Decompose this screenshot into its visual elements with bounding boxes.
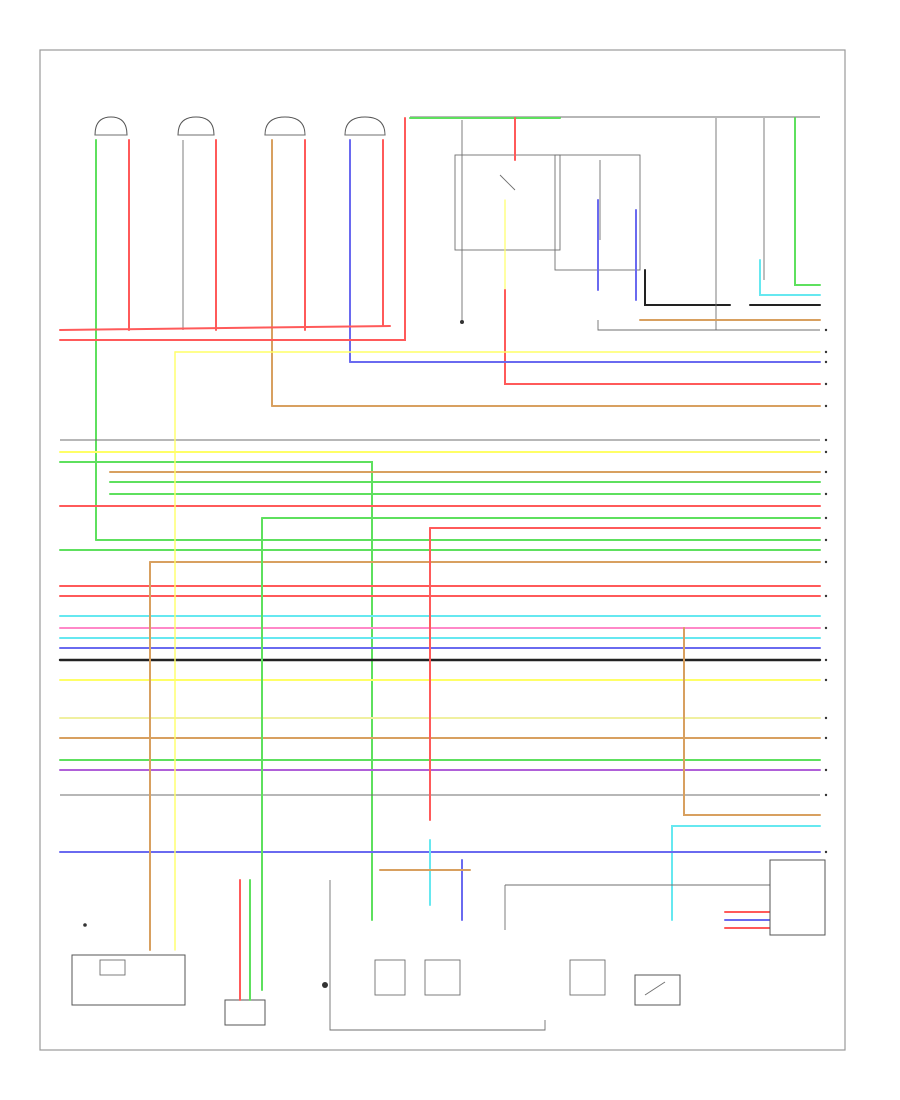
ambient-sensor <box>224 879 266 1026</box>
combination-meter <box>769 859 826 936</box>
connector-component-2 <box>177 116 215 136</box>
relay-block <box>454 117 821 385</box>
wire-bus <box>58 351 822 921</box>
relay-group-right <box>554 154 821 331</box>
pin-markers <box>824 328 828 854</box>
connector-component-3 <box>264 116 306 136</box>
connector-component-1 <box>94 116 128 136</box>
connector-component-4 <box>344 116 386 136</box>
diagram-frame <box>39 49 846 1051</box>
ground-point <box>322 982 328 988</box>
battery-current-sensor <box>71 923 186 1006</box>
fuel-door-opener <box>634 974 681 1006</box>
fuel-pump-module <box>329 880 606 1031</box>
